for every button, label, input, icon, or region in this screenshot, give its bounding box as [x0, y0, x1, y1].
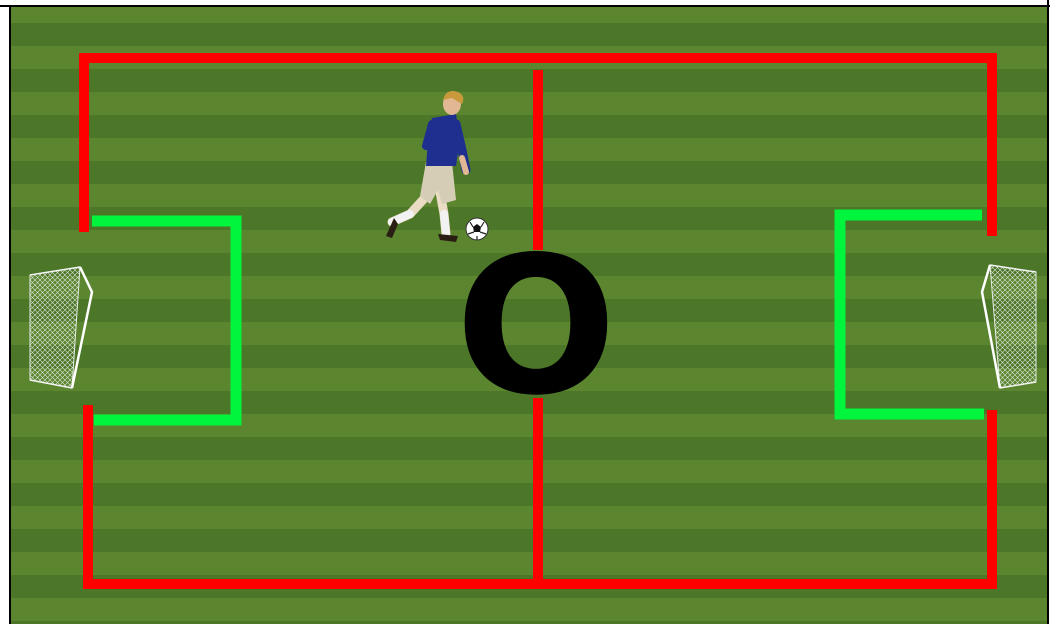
center-marker: O	[455, 216, 617, 437]
soccer-ball-icon	[466, 218, 488, 240]
